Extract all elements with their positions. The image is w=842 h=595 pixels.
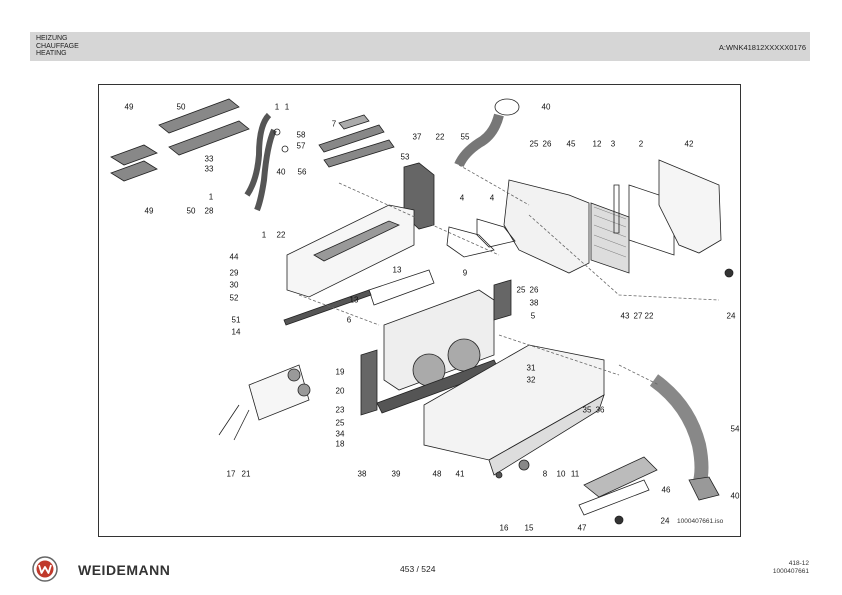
callout-42: 42 (684, 139, 694, 149)
callout-53: 53 (400, 152, 410, 162)
callout-3: 3 (610, 139, 616, 149)
callout-47: 47 (577, 523, 587, 533)
callout-34: 34 (335, 429, 345, 439)
callout-1: 1 (208, 192, 214, 202)
callout-30: 30 (229, 280, 239, 290)
callout-50: 50 (186, 206, 196, 216)
page-number: 453 / 524 (400, 564, 436, 574)
callout-49: 49 (144, 206, 154, 216)
callout-31: 31 (526, 363, 536, 373)
callout-44: 44 (229, 252, 239, 262)
callout-12: 12 (592, 139, 602, 149)
callout-27: 27 (633, 311, 643, 321)
callout-28: 28 (204, 206, 214, 216)
callout-29: 29 (229, 268, 239, 278)
document-reference: 418-12 1000407661 (773, 560, 809, 576)
doc-ref-line1: 418-12 (788, 560, 809, 567)
callout-54: 54 (730, 424, 740, 434)
callout-17: 17 (226, 469, 236, 479)
callout-49: 49 (124, 102, 134, 112)
header-titles: HEIZUNG CHAUFFAGE HEATING (36, 35, 79, 58)
callout-40: 40 (276, 167, 286, 177)
header-band: HEIZUNG CHAUFFAGE HEATING A:WNK41812XXXX… (30, 32, 810, 61)
callout-7: 7 (331, 119, 337, 129)
callout-35: 35 (582, 405, 592, 415)
callout-18: 18 (335, 439, 345, 449)
title-fr: CHAUFFAGE (36, 42, 79, 50)
callout-23: 23 (335, 405, 345, 415)
callout-24: 24 (726, 311, 736, 321)
callout-56: 56 (297, 167, 307, 177)
callout-22: 22 (644, 311, 654, 321)
callout-19: 19 (335, 367, 345, 377)
callout-1: 1 (261, 230, 267, 240)
title-de: HEIZUNG (36, 35, 68, 42)
doc-ref-line2: 1000407661 (772, 568, 809, 575)
callout-22: 22 (435, 132, 445, 142)
exploded-view-drawing (110, 98, 734, 525)
callout-57: 57 (296, 141, 306, 151)
callout-26: 26 (542, 139, 552, 149)
callout-40: 40 (541, 102, 551, 112)
callout-33: 33 (204, 154, 214, 164)
callout-24: 24 (660, 516, 670, 526)
callout-15: 15 (524, 523, 534, 533)
callout-38: 38 (357, 469, 367, 479)
callout-45: 45 (566, 139, 576, 149)
callout-51: 51 (231, 315, 241, 325)
callout-41: 41 (455, 469, 465, 479)
exploded-view-figure: 49 50 1 1 7 58 57 53 37 22 55 40 25 26 4… (98, 84, 741, 537)
callout-58: 58 (296, 130, 306, 140)
callout-6: 6 (346, 315, 352, 325)
model-code: A:WNK41812XXXXX0176 (718, 43, 806, 52)
callout-11: 11 (570, 469, 580, 479)
image-reference: 1000407661.iso (677, 518, 724, 525)
callout-26: 26 (529, 285, 539, 295)
callout-9: 9 (462, 268, 468, 278)
callout-10: 10 (556, 469, 566, 479)
title-en: HEATING (36, 50, 67, 57)
callout-50: 50 (176, 102, 186, 112)
callout-8: 8 (542, 469, 548, 479)
callout-20: 20 (335, 386, 345, 396)
callout-52: 52 (229, 293, 239, 303)
callout-48: 48 (432, 469, 442, 479)
callout-1: 1 (274, 102, 280, 112)
callout-36: 36 (595, 405, 605, 415)
callout-2: 2 (638, 139, 644, 149)
callout-55: 55 (460, 132, 470, 142)
callout-21: 21 (241, 469, 251, 479)
callout-13: 13 (392, 265, 402, 275)
callout-13: 13 (349, 295, 359, 305)
brand-name: WEIDEMANN (78, 562, 171, 578)
callout-4: 4 (489, 193, 495, 203)
callout-37: 37 (412, 132, 422, 142)
callout-5: 5 (530, 311, 536, 321)
callout-4: 4 (459, 193, 465, 203)
weidemann-logo-icon (32, 556, 58, 582)
callout-46: 46 (661, 485, 671, 495)
callout-33: 33 (204, 164, 214, 174)
callout-40: 40 (730, 491, 740, 501)
callout-43: 43 (620, 311, 630, 321)
callout-16: 16 (499, 523, 509, 533)
callout-32: 32 (526, 375, 536, 385)
callout-25: 25 (516, 285, 526, 295)
callout-39: 39 (391, 469, 401, 479)
callout-1: 1 (284, 102, 290, 112)
callout-25: 25 (335, 418, 345, 428)
callout-25: 25 (529, 139, 539, 149)
callout-38: 38 (529, 298, 539, 308)
callout-14: 14 (231, 327, 241, 337)
callout-22: 22 (276, 230, 286, 240)
